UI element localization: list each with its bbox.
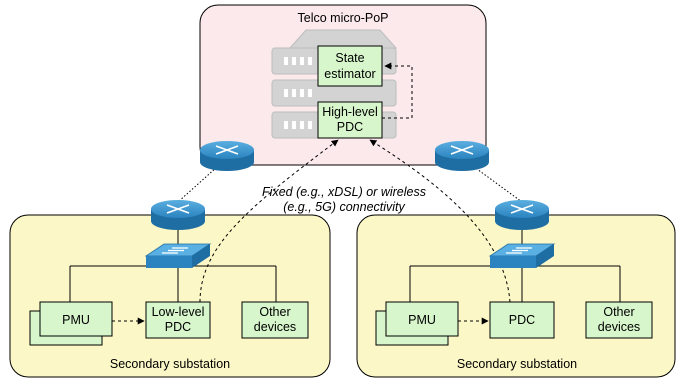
right-pmu-label: PMU: [408, 313, 436, 327]
right-substation-title: Secondary substation: [457, 357, 577, 371]
switch-icon: [488, 243, 556, 268]
svg-text:Fixed (e.g., xDSL) or wireless: Fixed (e.g., xDSL) or wireless: [262, 185, 426, 199]
left-substation-region: Secondary substation: [9, 214, 331, 378]
svg-text:Other: Other: [603, 305, 634, 319]
pdc-uplink-paths: [199, 139, 511, 303]
svg-text:devices: devices: [598, 320, 640, 334]
svg-text:devices: devices: [254, 320, 296, 334]
high-level-pdc-box: High-level PDC: [317, 101, 383, 139]
router-icon: [435, 141, 489, 171]
svg-text:estimator: estimator: [324, 67, 375, 81]
svg-text:Low-level: Low-level: [152, 305, 205, 319]
connectivity-label: Fixed (e.g., xDSL) or wireless (e.g., 5G…: [262, 185, 426, 214]
micro-pop-title: Telco micro-PoP: [298, 11, 389, 25]
svg-text:PDC: PDC: [165, 320, 191, 334]
right-substation-region: Secondary substation: [356, 214, 676, 378]
svg-text:PDC: PDC: [509, 313, 535, 327]
state-estimator-box: State estimator: [317, 45, 383, 87]
micro-pop-region: Telco micro-PoP State estimator High-lev…: [199, 4, 487, 166]
left-substation-title: Secondary substation: [110, 357, 230, 371]
svg-text:Other: Other: [259, 305, 290, 319]
right-substation-box: [356, 214, 676, 378]
router-icon: [495, 200, 549, 230]
pdc-to-estimator-arrow: [382, 62, 413, 119]
left-pmu-label: PMU: [62, 313, 90, 327]
right-other-devices-box: Other devices: [585, 301, 653, 339]
left-other-devices-box: Other devices: [241, 301, 309, 339]
router-icon: [151, 200, 205, 230]
switch-icon: [144, 243, 212, 268]
left-low-level-pdc-box: Low-level PDC: [145, 301, 211, 339]
svg-text:High-level: High-level: [322, 105, 378, 119]
svg-text:(e.g., 5G) connectivity: (e.g., 5G) connectivity: [283, 200, 405, 214]
router-icon: [200, 141, 254, 171]
right-pmu-stack: PMU: [375, 301, 459, 346]
svg-text:PDC: PDC: [337, 120, 363, 134]
svg-text:State: State: [335, 51, 364, 65]
left-substation-box: [9, 214, 331, 378]
right-pdc-box: PDC: [489, 301, 555, 339]
left-pmu-stack: PMU: [29, 301, 113, 346]
